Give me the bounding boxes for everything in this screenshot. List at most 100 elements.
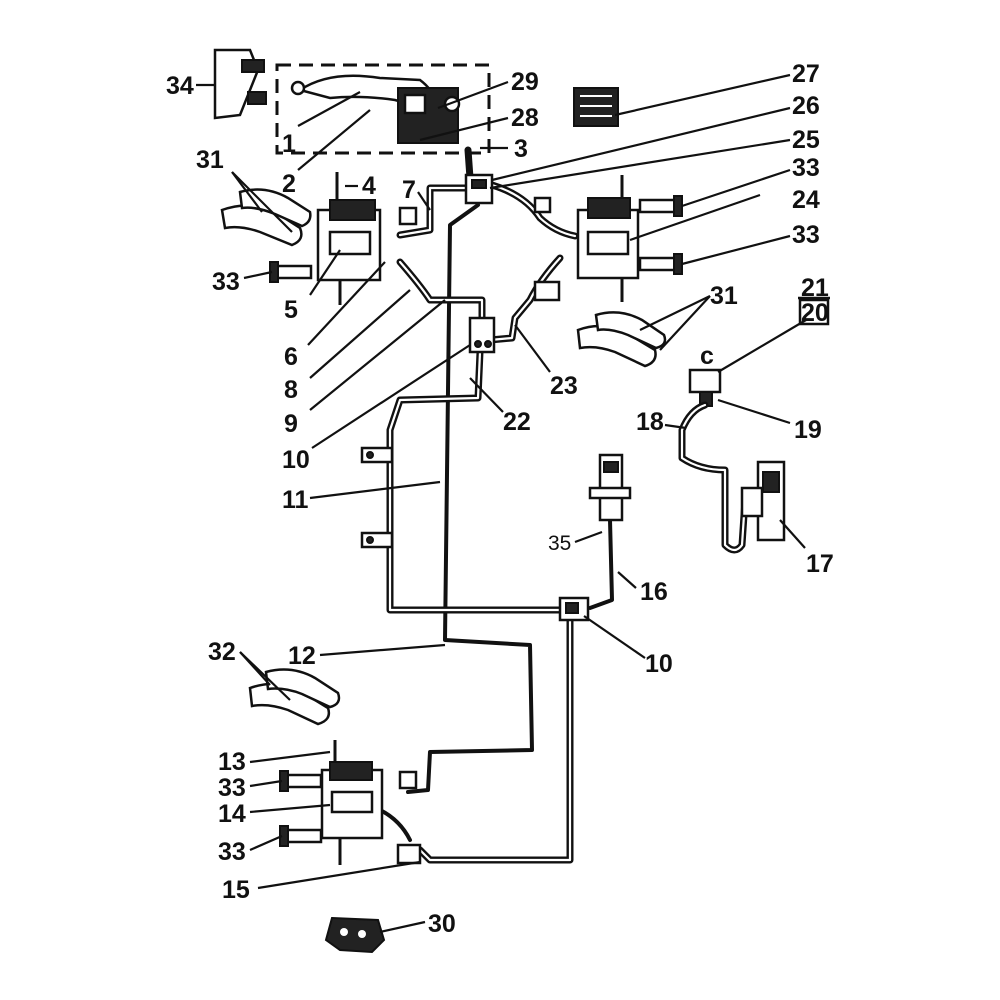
callout-29: 29 — [511, 68, 539, 96]
proportioning-valve — [468, 316, 496, 354]
leader-10b — [583, 615, 646, 659]
bolt-33-rear-top — [283, 773, 323, 789]
leader-32-b — [239, 651, 271, 686]
leader-33-right-top — [681, 168, 791, 208]
callout-33-left: 33 — [212, 268, 240, 296]
rear-caliper-piston — [330, 790, 374, 814]
callout-5: 5 — [284, 296, 298, 324]
pad-clip-body — [324, 916, 386, 954]
leader-9 — [309, 299, 446, 411]
callout-1: 1 — [282, 130, 296, 158]
bolt-33-left — [273, 264, 313, 280]
callout-13: 13 — [218, 748, 246, 776]
bolt-33-right-bottom-head — [673, 253, 683, 275]
front-right-caliper — [533, 175, 640, 302]
leader-19 — [717, 398, 791, 425]
line-clips — [360, 446, 394, 549]
leader-35 — [574, 530, 603, 544]
front-left-banjo — [398, 206, 418, 226]
leader-2 — [297, 109, 371, 171]
callout-20: 20 — [801, 299, 829, 327]
sensor-line-16 — [588, 518, 614, 610]
leader-33-rear-top — [249, 779, 283, 788]
callout-10-upper: 10 — [282, 446, 310, 474]
callout-32: 32 — [208, 638, 236, 666]
leader-20 — [717, 319, 807, 373]
callout-31-left: 31 — [196, 146, 224, 174]
callout-33-rear-bottom: 33 — [218, 838, 246, 866]
rear-reservoir-c — [688, 368, 722, 394]
master-line — [464, 146, 474, 182]
front-left-caliper-piston — [328, 230, 372, 256]
leader-lines — [196, 73, 807, 934]
callout-17: 17 — [806, 550, 834, 578]
callout-22: 22 — [503, 408, 531, 436]
master-cylinder-assembly — [275, 63, 491, 155]
front-right-hose-fitting — [533, 280, 561, 302]
callout-12: 12 — [288, 642, 316, 670]
bolt-33-right-top — [638, 198, 678, 214]
leader-26 — [491, 106, 791, 182]
rear-caliper-top — [329, 761, 373, 781]
rear-feed-line-inner — [388, 350, 567, 612]
callout-6: 6 — [284, 343, 298, 371]
sensor-35 — [588, 453, 632, 522]
callout-28: 28 — [511, 104, 539, 132]
left-caliper-return-line — [396, 258, 486, 322]
master-cylinder-dashed-box — [275, 63, 491, 155]
reservoir-hose-18-inner — [680, 403, 747, 552]
caliper-bolts — [269, 195, 683, 847]
callout-7: 7 — [402, 176, 416, 204]
leader-14 — [249, 803, 331, 814]
callout-34: 34 — [166, 72, 194, 100]
callout-31-right: 31 — [710, 282, 738, 310]
rear-hose-fitting-15 — [396, 843, 422, 865]
leader-16 — [617, 571, 637, 589]
leader-22 — [469, 377, 504, 413]
callout-19: 19 — [794, 416, 822, 444]
line-clip-1-bolt — [366, 451, 374, 459]
leader-31-left-b — [231, 171, 263, 213]
line-to-right-caliper-inner — [490, 183, 577, 238]
callout-15: 15 — [222, 876, 250, 904]
callout-33-right-top: 33 — [792, 154, 820, 182]
rear-caliper-banjo — [398, 770, 418, 790]
front-right-caliper-piston — [586, 230, 630, 256]
upper-junction — [464, 173, 494, 205]
rear-caliper-hose — [378, 808, 412, 842]
callout-26: 26 — [792, 92, 820, 120]
callout-16: 16 — [640, 578, 668, 606]
front-left-caliper-top — [329, 199, 376, 221]
grip-clamp — [247, 91, 267, 105]
junction-block-27 — [573, 87, 619, 127]
callout-3: 3 — [514, 135, 528, 163]
rear-caliper-line-inner — [418, 618, 572, 862]
pad-clip-hole-1 — [340, 928, 348, 936]
front-left-caliper — [316, 172, 418, 305]
lower-junction — [558, 596, 590, 622]
leader-31-left-a — [231, 171, 293, 233]
rear-caliper — [320, 740, 422, 865]
leader-33-right-bottom — [681, 234, 791, 266]
leader-12 — [319, 643, 446, 657]
leader-30 — [379, 920, 426, 934]
leader-13 — [249, 750, 331, 764]
valve-port-2 — [484, 340, 492, 348]
leader-24 — [629, 193, 761, 242]
callout-10-lower: 10 — [645, 650, 673, 678]
leader-33-rear-bottom — [249, 834, 283, 852]
leader-8 — [309, 289, 411, 379]
leader-6 — [307, 261, 386, 346]
callout-27: 27 — [792, 60, 820, 88]
upper-junction-port — [471, 179, 487, 189]
callout-35: 35 — [548, 532, 571, 555]
handlebar-grip — [213, 48, 267, 120]
leader-29 — [437, 80, 509, 110]
front-right-banjo — [533, 196, 552, 214]
callout-14: 14 — [218, 800, 246, 828]
brake-pads — [220, 188, 667, 726]
leader-31-right-b — [639, 295, 711, 331]
main-vertical-line — [406, 203, 534, 794]
